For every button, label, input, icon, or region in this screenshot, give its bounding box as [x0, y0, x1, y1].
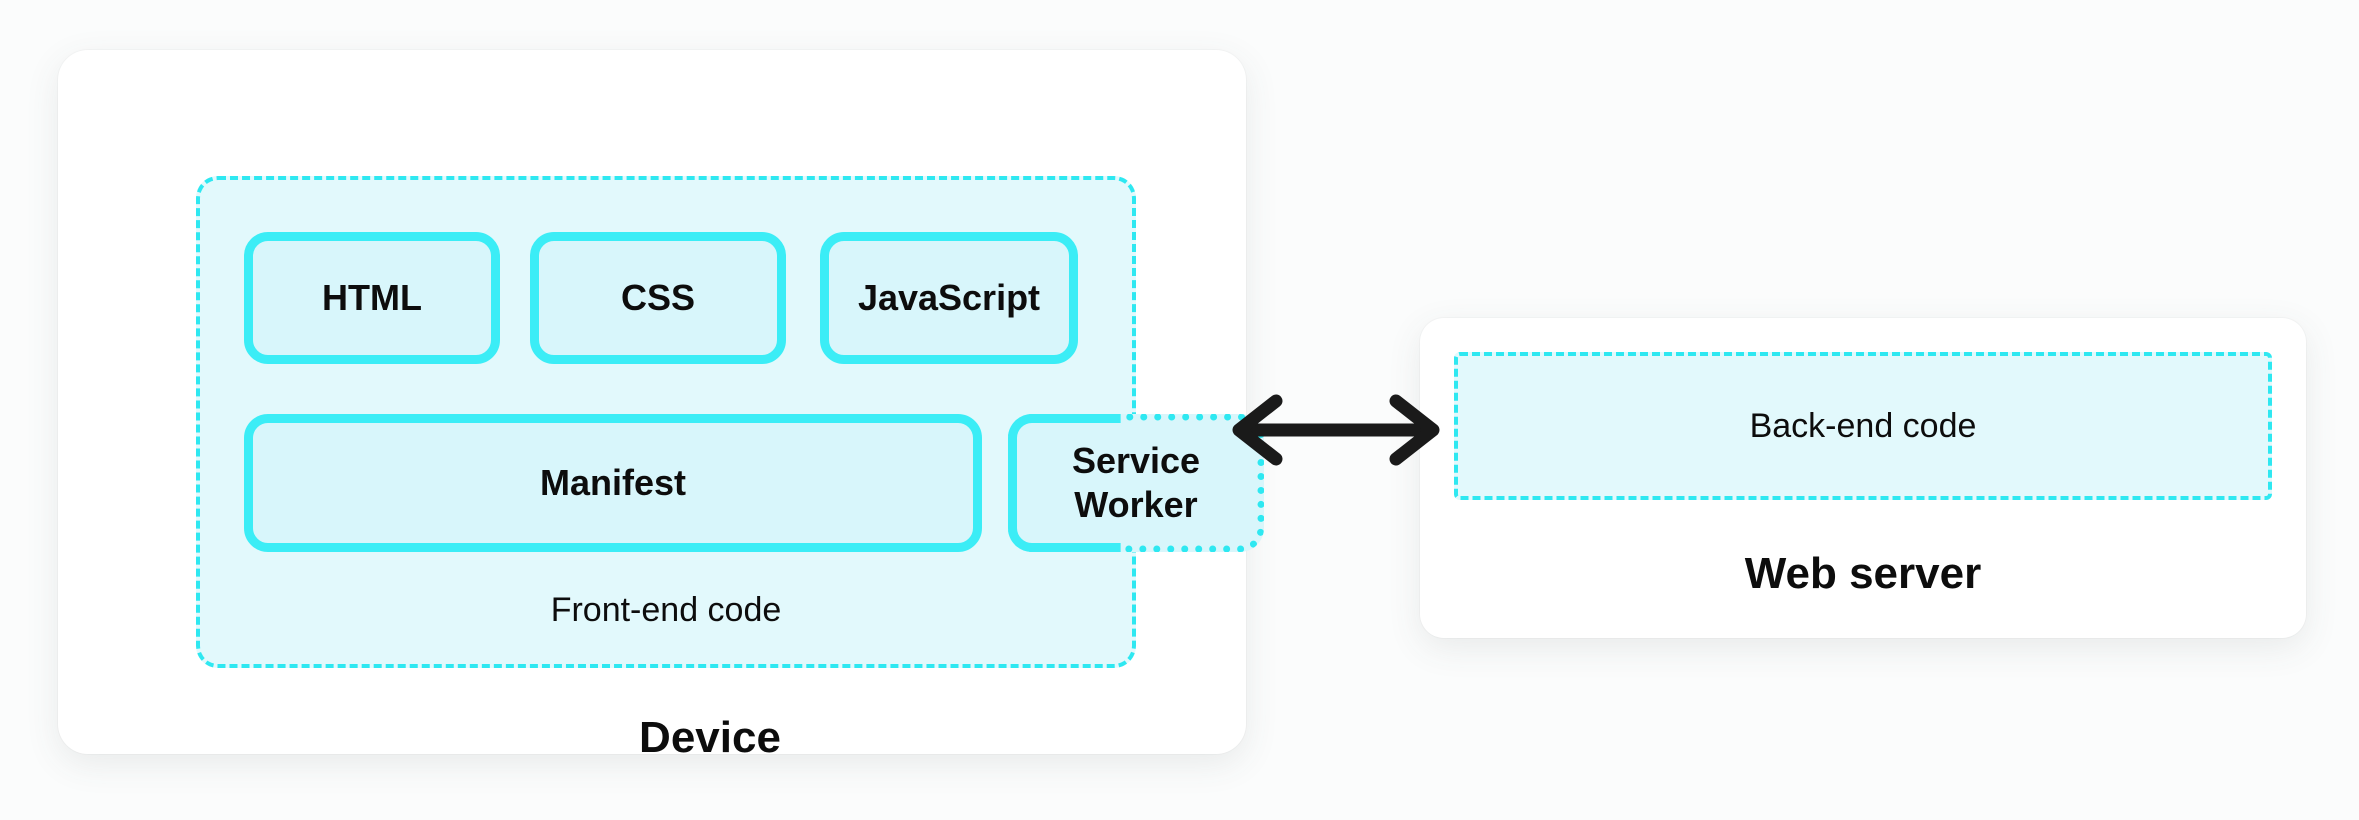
device-panel: HTML CSS JavaScript Manifest Service Wor…: [58, 50, 1264, 762]
css-box: CSS: [530, 232, 786, 364]
double-arrow-icon: [1222, 388, 1450, 472]
device-label: Device: [639, 713, 781, 762]
html-box-label: HTML: [322, 277, 422, 319]
service-worker-box: Service Worker: [1008, 414, 1264, 552]
javascript-box: JavaScript: [820, 232, 1078, 364]
service-worker-label: Service Worker: [1071, 440, 1201, 525]
manifest-box: Manifest: [244, 414, 982, 552]
html-box: HTML: [244, 232, 500, 364]
web-server-panel: Back-end code Web server: [1420, 318, 2306, 638]
back-end-code-box: Back-end code: [1454, 352, 2272, 500]
back-end-code-label: Back-end code: [1749, 406, 1977, 445]
javascript-box-label: JavaScript: [857, 277, 1041, 319]
web-server-label: Web server: [1744, 549, 1982, 598]
service-worker-solid-border: [1008, 414, 1121, 552]
front-end-code-label: Front-end code: [550, 591, 782, 629]
css-box-label: CSS: [620, 277, 696, 319]
manifest-box-label: Manifest: [539, 462, 687, 504]
